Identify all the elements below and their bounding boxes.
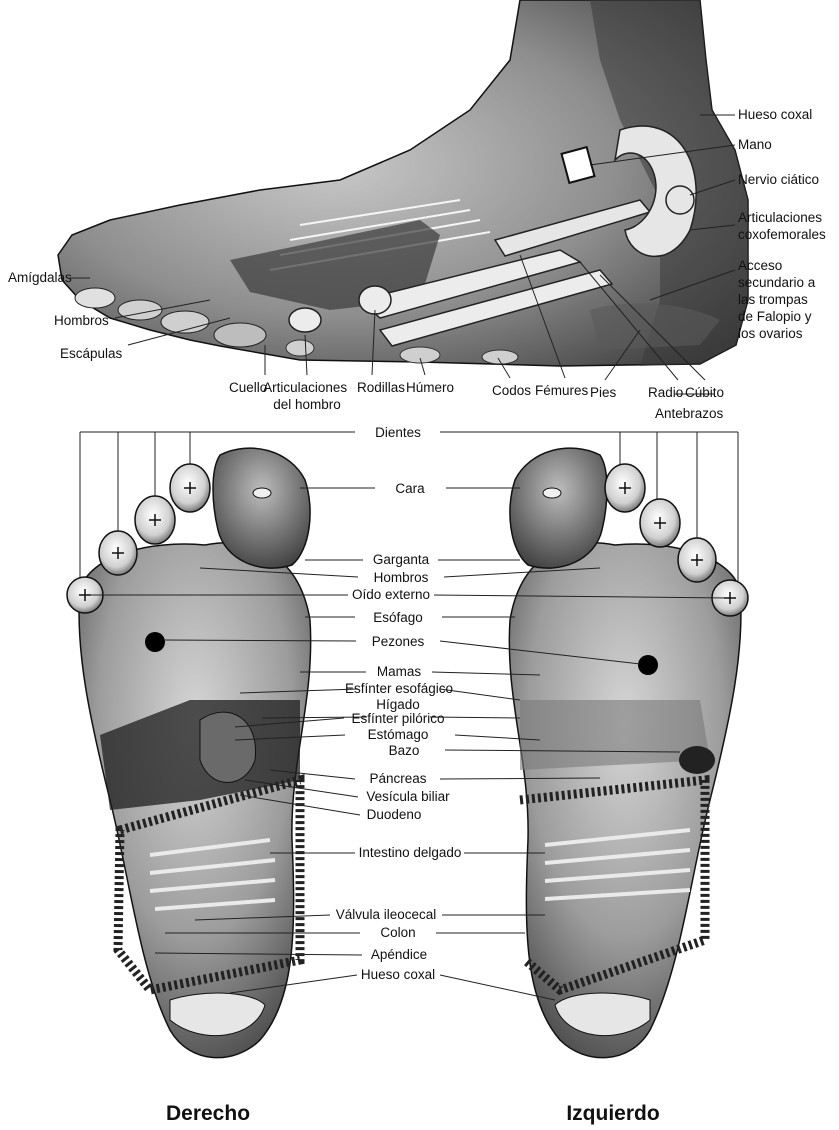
label-esfinter-pilorico: Esfínter pilórico xyxy=(351,711,444,726)
label-acceso-l3: las trompas xyxy=(738,292,808,307)
label-colon: Colon xyxy=(380,925,415,940)
label-oido-externo: Oído externo xyxy=(352,587,430,602)
label-femures: Fémures xyxy=(535,383,589,398)
label-apendice: Apéndice xyxy=(371,947,427,962)
label-pezones: Pezones xyxy=(372,634,425,649)
label-humero: Húmero xyxy=(406,380,454,395)
label-rodillas: Rodillas xyxy=(357,380,405,395)
label-articulaciones-hombro-l1: Articulaciones xyxy=(263,380,347,395)
label-articulaciones-coxofemorales-l2: coxofemorales xyxy=(738,227,826,242)
left-nipple xyxy=(638,655,658,675)
left-sole xyxy=(509,448,748,1058)
label-articulaciones-coxofemorales: Articulaciones coxofemorales xyxy=(738,210,826,242)
label-bazo: Bazo xyxy=(389,743,420,758)
label-articulaciones-hombro: Articulaciones del hombro xyxy=(263,380,351,412)
label-articulaciones-coxofemorales-l1: Articulaciones xyxy=(738,210,822,225)
label-pies: Pies xyxy=(590,385,617,400)
label-hueso-coxal-side: Hueso coxal xyxy=(738,107,812,122)
right-sole xyxy=(67,448,311,1058)
label-amigdalas: Amígdalas xyxy=(8,270,72,285)
label-duodeno: Duodeno xyxy=(367,807,422,822)
right-face-eye xyxy=(253,488,271,498)
label-hueso-coxal-sole: Hueso coxal xyxy=(361,967,435,982)
label-hombros-side: Hombros xyxy=(54,313,109,328)
label-cubito: Cúbito xyxy=(685,385,724,400)
label-higado: Hígado xyxy=(376,697,420,712)
label-acceso-l5: los ovarios xyxy=(738,326,803,341)
label-valvula-ileocecal: Válvula ileocecal xyxy=(336,907,437,922)
label-escapulas: Escápulas xyxy=(60,346,123,361)
label-acceso-l1: Acceso xyxy=(738,258,782,273)
label-cara: Cara xyxy=(395,481,425,496)
left-face-eye xyxy=(543,488,561,498)
label-estomago: Estómago xyxy=(368,727,429,742)
label-esfinter-esofagico: Esfínter esofágico xyxy=(345,681,453,696)
caption-right-foot: Derecho xyxy=(166,1102,250,1125)
label-nervio-ciatico: Nervio ciático xyxy=(738,172,819,187)
right-nipple xyxy=(145,632,165,652)
side-foot-illustration xyxy=(58,0,748,366)
label-garganta: Garganta xyxy=(373,552,430,567)
right-big-toe xyxy=(213,448,310,568)
label-intestino-delgado: Intestino delgado xyxy=(359,845,462,860)
label-dientes: Dientes xyxy=(375,425,421,440)
label-cuello: Cuello xyxy=(229,380,267,395)
sole-labels: Dientes Cara Garganta Hombros Oído exter… xyxy=(336,425,462,982)
label-hombros-sole: Hombros xyxy=(374,570,429,585)
label-mamas: Mamas xyxy=(377,664,422,679)
label-radio: Radio xyxy=(648,385,683,400)
label-esofago: Esófago xyxy=(373,610,423,625)
label-antebrazos: Antebrazos xyxy=(655,406,724,421)
label-pancreas: Páncreas xyxy=(369,771,426,786)
caption-left-foot: Izquierdo xyxy=(566,1102,659,1125)
label-articulaciones-hombro-l2: del hombro xyxy=(273,397,341,412)
label-acceso-l2: secundario a xyxy=(738,275,816,290)
label-codos: Codos xyxy=(492,383,531,398)
label-vesicula-biliar: Vesícula biliar xyxy=(366,789,450,804)
label-mano: Mano xyxy=(738,137,772,152)
left-spleen xyxy=(679,746,715,774)
left-big-toe xyxy=(510,448,607,568)
label-acceso-l4: de Falopio y xyxy=(738,309,812,324)
label-acceso-trompas: Acceso secundario a las trompas de Falop… xyxy=(738,258,819,341)
